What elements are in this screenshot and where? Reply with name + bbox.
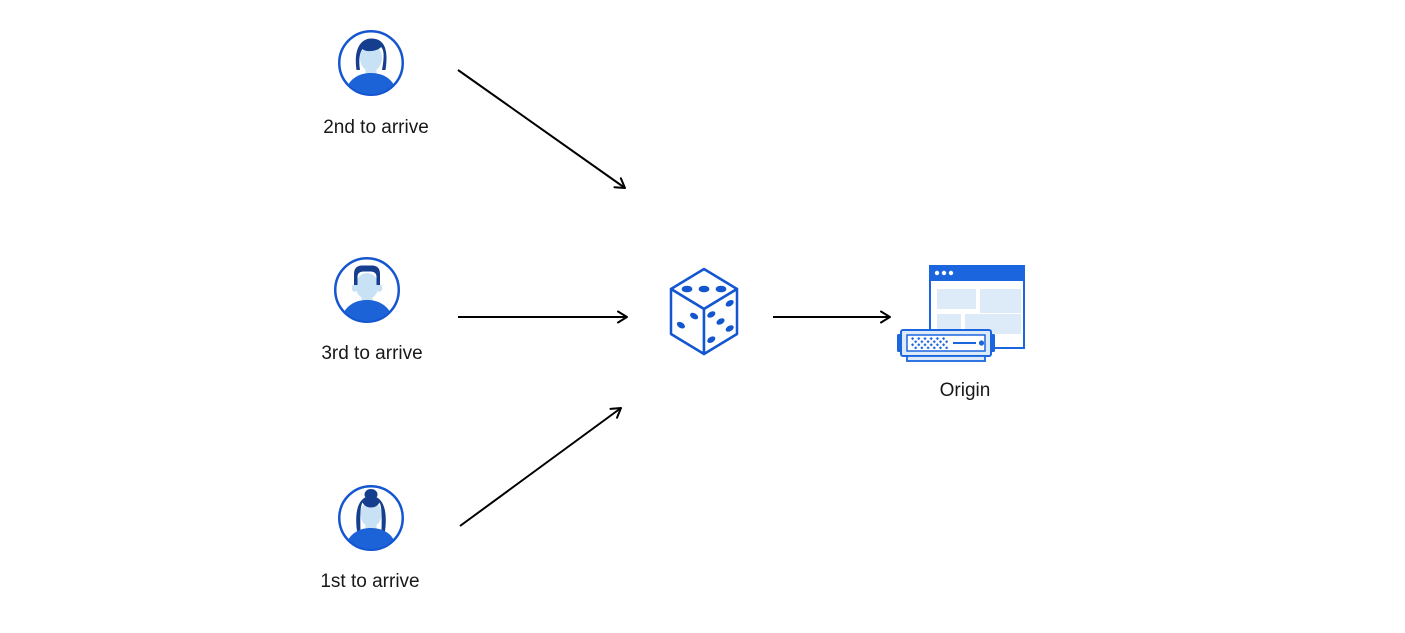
randomizer-node xyxy=(666,265,742,361)
origin-server-browser-icon xyxy=(897,265,1025,362)
visitor-node-1st xyxy=(338,485,404,551)
female-avatar-bun-icon xyxy=(338,485,404,551)
visitor-label-1st: 1st to arrive xyxy=(320,571,420,592)
origin-node xyxy=(897,258,1029,364)
dice-pips xyxy=(676,285,734,344)
window-control-dots xyxy=(934,270,954,276)
male-avatar-swept-hair-icon xyxy=(338,30,404,96)
visitor-label-3rd: 3rd to arrive xyxy=(321,343,423,364)
arrow-2nd-to-dice xyxy=(457,69,626,189)
arrow-1st-to-dice xyxy=(459,407,622,527)
server-led xyxy=(978,340,985,346)
server-vent-pips xyxy=(911,337,948,349)
origin-label: Origin xyxy=(939,380,991,401)
visitor-node-2nd xyxy=(338,30,404,96)
male-avatar-flat-top-icon xyxy=(334,257,400,323)
visitor-node-3rd xyxy=(334,257,400,323)
dice-icon xyxy=(669,267,739,356)
visitor-label-2nd: 2nd to arrive xyxy=(323,117,429,138)
server-icon xyxy=(897,329,995,362)
